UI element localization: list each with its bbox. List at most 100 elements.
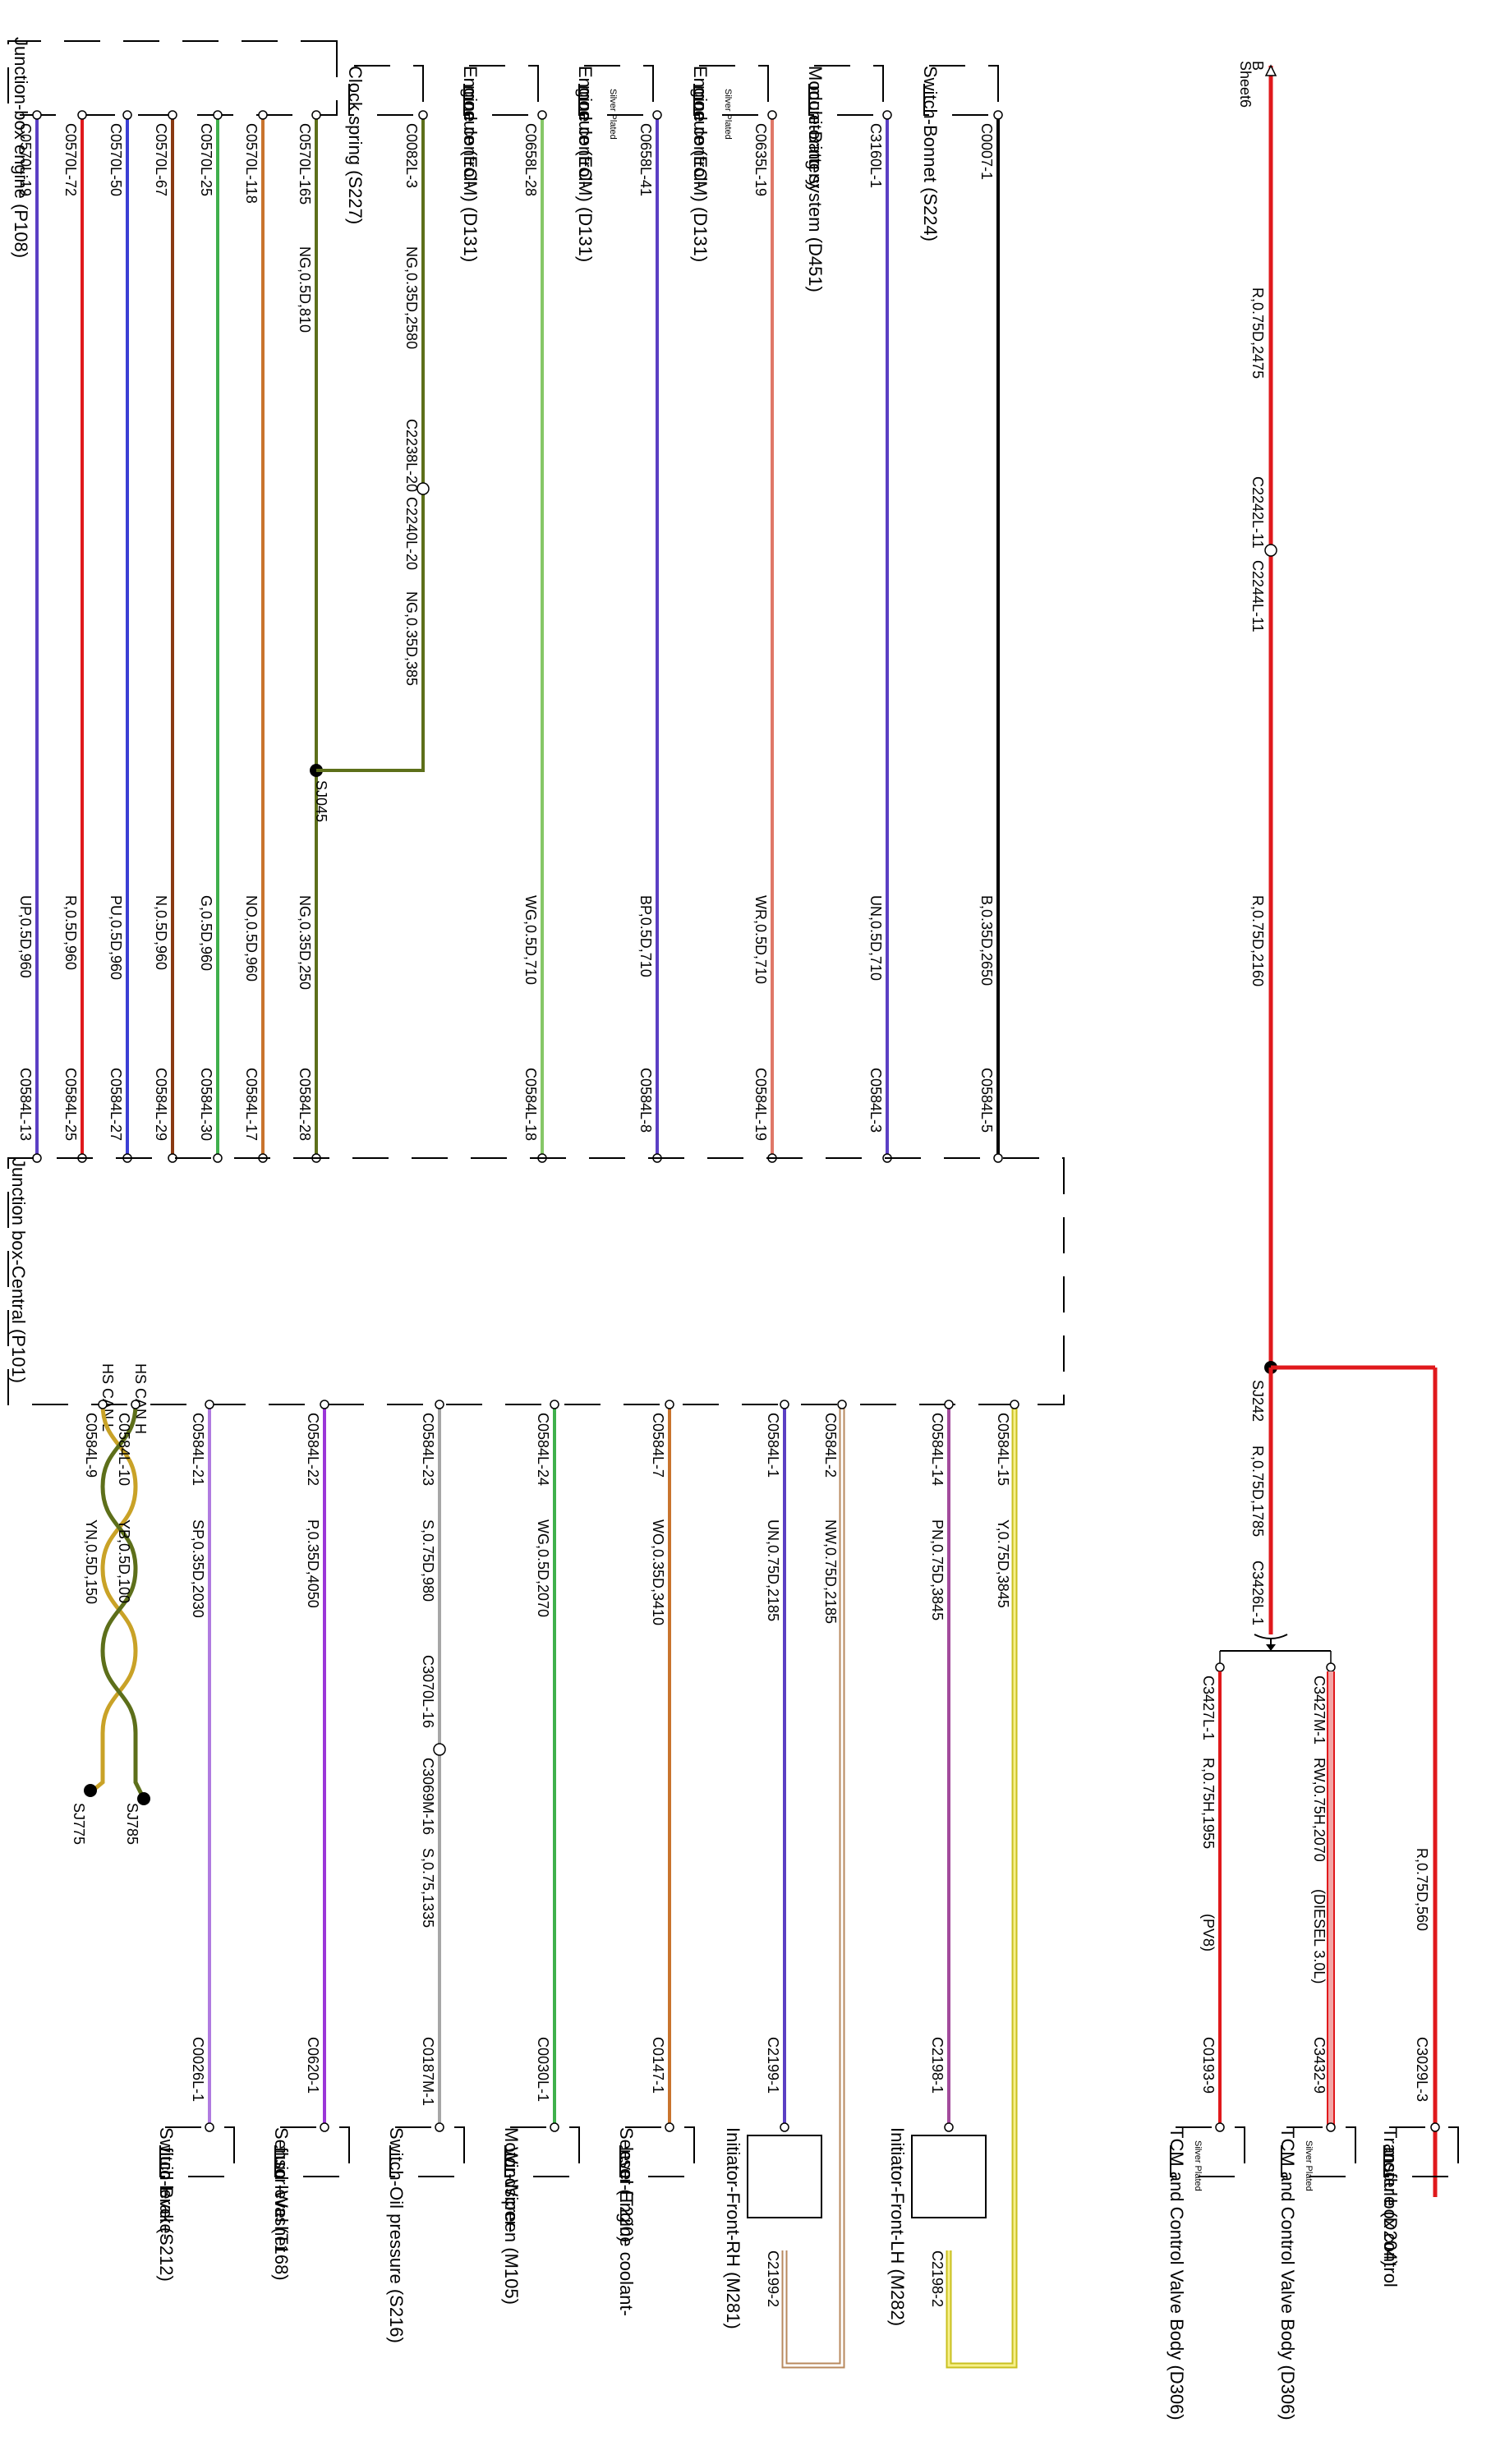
- motor-wiper-label-1: Motor-Wiper-: [501, 2127, 522, 2232]
- initiator-rh-pin-2: C2199-2: [765, 2250, 781, 2307]
- wire-to-pin: C0584L-27: [108, 1068, 124, 1141]
- wire-to-pin: C0584L-8: [637, 1068, 654, 1133]
- wire-spec: S,0.75D,980: [420, 1519, 436, 1602]
- wire-from-pin: C0570L-72: [62, 123, 79, 196]
- wire-from-pin: C3160L-1: [867, 123, 884, 188]
- junction-box-engine-label: Junction-box engine (P108): [11, 37, 31, 258]
- wire-c0570l-19[interactable]: C0570L-19 UP,0.5D,960 C0584L-13: [17, 110, 42, 1163]
- splice-sj775: [84, 1784, 97, 1797]
- initiator-rh-label: Initiator-Front-RH (M281): [723, 2127, 743, 2329]
- wire-to-pin: C0584L-30: [198, 1068, 214, 1141]
- wire-spec: P,0.35D,4050: [305, 1519, 321, 1608]
- tcm-pv8-plate: Silver Plated: [1193, 2140, 1203, 2191]
- sensor-coolant-label-1: Sensor-Engine coolant-: [616, 2127, 637, 2316]
- can-bus-twisted-pair[interactable]: C0584L-9 YN,0.5D,150 SJ775 C0584L-10 YB,…: [71, 1400, 150, 1845]
- switch-brake-fluid-label-1: Switch-Brake-: [156, 2127, 177, 2240]
- wire-spec: R,0.75D,560: [1414, 1848, 1430, 1931]
- wire-to-pin: C3432-9: [1311, 2037, 1328, 2094]
- battery-monitor-label-2: monitoring system (D451): [805, 85, 826, 292]
- inline-label-1: C3070L-16: [420, 1655, 436, 1728]
- wire-to-pin: C0193-9: [1200, 2037, 1217, 2094]
- inline-label-2: C2240L-20: [403, 497, 420, 570]
- can-splice-2: SJ785: [124, 1803, 140, 1845]
- ecm-1-outline: [463, 65, 539, 116]
- wire-to-pin: C0584L-19: [752, 1068, 769, 1141]
- wire-spec: NG,0.5D,810: [297, 246, 313, 333]
- wire-c3160l-1[interactable]: C3160L-1 UN,0.5D,710 C0584L-3: [867, 110, 892, 1163]
- hs-can-l-label: HS CAN L: [99, 1363, 116, 1432]
- wire-c0658l-41[interactable]: C0658L-41 BP,0.5D,710 C0584L-8: [637, 110, 662, 1163]
- wire-spec: WG,0.5D,2070: [535, 1519, 551, 1617]
- wire-spec: R,0.5D,960: [62, 895, 79, 970]
- wire-c0584l-23[interactable]: C0584L-23 S,0.75D,980 C3070L-16 C3069M-1…: [420, 1400, 446, 2132]
- tcm-pv8-label: TCM and Control Valve Body (D306): [1167, 2127, 1187, 2420]
- wire-spec: B,0.35D,2650: [978, 895, 995, 986]
- wire-to-pin: C0147-1: [650, 2037, 666, 2094]
- sheet-arrow-icon: [1264, 64, 1277, 76]
- wire-to-pin: C0187M-1: [420, 2037, 436, 2106]
- wire-spec: PU,0.5D,960: [108, 895, 124, 980]
- transfer-box-label-2: module (D204): [1380, 2147, 1401, 2267]
- ecm-2-label-2: module (ECM) (D131): [575, 85, 596, 262]
- switch-brake-fluid-label-2: fluid level (S212): [156, 2147, 177, 2282]
- wire-spec: WG,0.5D,710: [522, 895, 539, 985]
- wire-c0570l-118[interactable]: C0570L-118 NO,0.5D,960 C0584L-17: [243, 110, 268, 1163]
- wire-to-pin: C0584L-13: [17, 1068, 34, 1141]
- wire-to-pin: C0584L-29: [153, 1068, 169, 1141]
- battery-monitor-outline: [808, 65, 884, 116]
- tcm-diesel-plate: Silver Plated: [1304, 2140, 1314, 2191]
- initiator-lh-body: [911, 2135, 987, 2218]
- wire-spec: NG,0.35D,2580: [403, 246, 420, 349]
- inline-connector: [416, 482, 430, 495]
- switch-oil-pressure-outline: [389, 2126, 465, 2177]
- clock-spring-outline: [348, 65, 424, 116]
- wire-from-pin: C0658L-28: [522, 123, 539, 196]
- wire-c0570l-67[interactable]: C0570L-67 N,0.5D,960 C0584L-29: [153, 110, 177, 1163]
- wire-from-pin: C3427M-1: [1311, 1676, 1328, 1745]
- wire-from-pin: C0570L-19: [17, 123, 34, 196]
- wire-c0584l-21[interactable]: C0584L-21 SP,0.35D,2030 C0026L-1: [190, 1400, 214, 2132]
- wire-spec: N,0.5D,960: [153, 895, 169, 970]
- ecm-1-label-2: module (ECM) (D131): [460, 85, 481, 262]
- wire-spec: SP,0.35D,2030: [190, 1519, 206, 1618]
- wire-c0584l-22[interactable]: C0584L-22 P,0.35D,4050 C0620-1: [305, 1400, 329, 2132]
- return-pin: C0584L-2: [822, 1413, 839, 1478]
- junction-box-central-outline: [7, 1157, 1065, 1405]
- motor-wiper-outline: [504, 2126, 580, 2177]
- battery-monitor-label-1: Module-Battery: [805, 66, 826, 188]
- inline-label-1: C2238L-20: [403, 419, 420, 492]
- sensor-coolant-outline: [619, 2126, 695, 2177]
- wire-c0570l-50[interactable]: C0570L-50 PU,0.5D,960 C0584L-27: [108, 110, 132, 1163]
- wire-c0570l-25[interactable]: C0570L-25 G,0.5D,960 C0584L-30: [198, 110, 223, 1163]
- wire-c3427l-1[interactable]: C3427L-1 R,0.75H,1955 (PV8) C0193-9: [1200, 1651, 1225, 2132]
- wire-c0570l-165[interactable]: C0570L-165 NG,0.5D,810 NG,0.35D,250 C058…: [297, 110, 329, 1163]
- wire-initiator-lh[interactable]: C0584L-14 PN,0.75D,3845 C2198-1 C0584L-1…: [929, 1400, 1019, 2369]
- wire-c0658l-28[interactable]: C0658L-28 WG,0.5D,710 C0584L-18: [522, 110, 547, 1163]
- wire-spec-2: NG,0.35D,250: [297, 895, 313, 990]
- inline-connector: [433, 1743, 446, 1756]
- wire-from-pin: C0658L-41: [637, 123, 654, 196]
- wire-initiator-rh[interactable]: C0584L-1 UN,0.75D,2185 C2199-1 C0584L-2 …: [765, 1400, 847, 2369]
- sheet-ref-sheet: Sheet6: [1237, 61, 1254, 108]
- sensor-washer-fluid-label-2: fluid level (T168): [271, 2147, 292, 2281]
- wire-clock-spring[interactable]: C0082L-3 NG,0.35D,2580 C2238L-20 C2240L-…: [316, 110, 430, 772]
- red-feed[interactable]: B Sheet6 R,0.75D,2475 C2242L-11 C2244L-1…: [1220, 61, 1438, 2197]
- wire-from-pin: C0584L-23: [420, 1413, 436, 1486]
- wire-c0570l-72[interactable]: C0570L-72 R,0.5D,960 C0584L-25: [62, 110, 87, 1163]
- wire-to-pin: C0620-1: [305, 2037, 321, 2094]
- wire-from-pin: C0570L-50: [108, 123, 124, 196]
- wire-transfer-box[interactable]: R,0.75D,560 C3029L-3: [1414, 1848, 1440, 2132]
- wire-c0584l-24[interactable]: C0584L-24 WG,0.5D,2070 C0030L-1: [535, 1400, 559, 2132]
- sensor-coolant-label-2: level (T220): [616, 2147, 637, 2242]
- wire-c0635l-19[interactable]: C0635L-19 WR,0.5D,710 C0584L-19: [752, 110, 777, 1163]
- wire-spec: WO,0.35D,3410: [650, 1519, 666, 1625]
- wire-c0584l-7[interactable]: C0584L-7 WO,0.35D,3410 C0147-1: [650, 1400, 674, 2132]
- wire-to-pin: C0584L-18: [522, 1068, 539, 1141]
- wire-c3427m-1[interactable]: C3427M-1 RW,0.75H,2070 (DIESEL 3.0L) C34…: [1311, 1651, 1336, 2132]
- wire-c0007-1[interactable]: C0007-1 B,0.35D,2650 C0584L-5: [978, 110, 1003, 1163]
- sensor-washer-fluid-label-1: Sensor-Washer: [271, 2127, 292, 2252]
- tcm-pv8-outline: [1170, 2126, 1245, 2177]
- wire-to-pin: C3029L-3: [1414, 2037, 1430, 2102]
